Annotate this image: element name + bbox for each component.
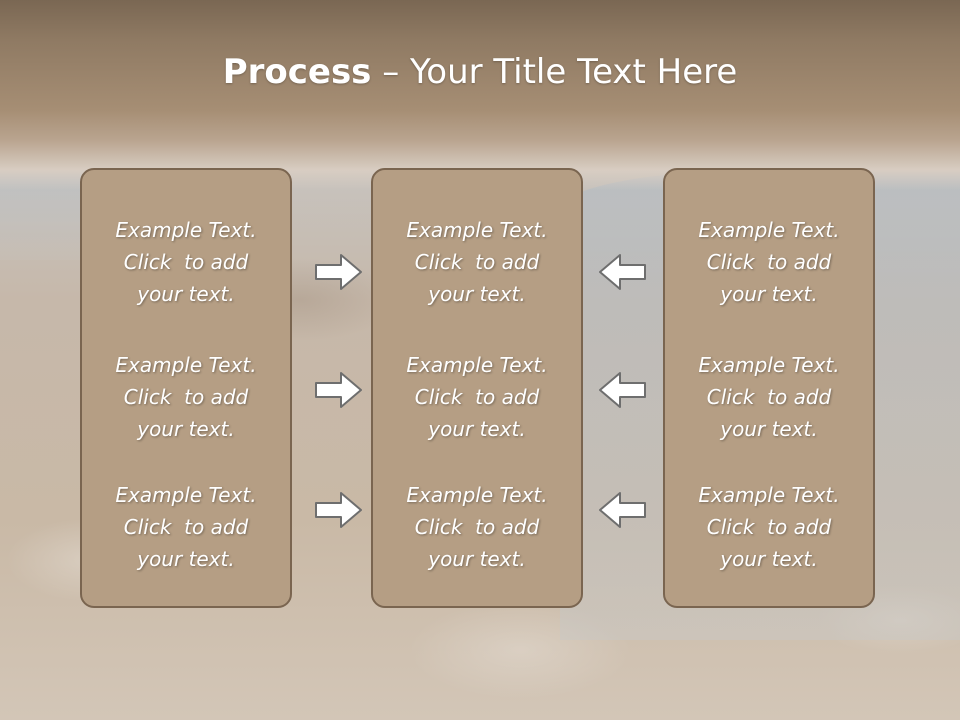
text-block[interactable]: Example Text. Click to add your text. [665,479,873,575]
text-line: your text. [720,282,818,306]
text-block[interactable]: Example Text. Click to add your text. [373,349,581,445]
text-line: Click to add [414,385,540,409]
text-block[interactable]: Example Text. Click to add your text. [373,214,581,310]
arrow-right-icon [315,492,362,528]
text-line: your text. [428,547,526,571]
title-rest: – Your Title Text Here [371,52,738,92]
text-line: Example Text. [698,483,840,507]
arrow-left-icon [599,372,646,408]
text-line: Example Text. [698,353,840,377]
text-line: your text. [137,547,235,571]
text-line: Click to add [123,515,249,539]
process-box-2[interactable]: Example Text. Click to add your text. Ex… [371,168,583,608]
text-block[interactable]: Example Text. Click to add your text. [82,349,290,445]
text-line: Example Text. [115,483,257,507]
text-line: your text. [428,417,526,441]
arrow-left-icon [599,492,646,528]
text-line: your text. [428,282,526,306]
text-line: Example Text. [115,218,257,242]
text-line: your text. [137,282,235,306]
text-line: Example Text. [698,218,840,242]
text-line: Example Text. [406,353,548,377]
text-line: Click to add [414,250,540,274]
text-block[interactable]: Example Text. Click to add your text. [82,214,290,310]
text-block[interactable]: Example Text. Click to add your text. [665,349,873,445]
process-box-3[interactable]: Example Text. Click to add your text. Ex… [663,168,875,608]
text-line: Click to add [706,515,832,539]
process-box-1[interactable]: Example Text. Click to add your text. Ex… [80,168,292,608]
text-line: your text. [720,417,818,441]
text-line: Click to add [706,250,832,274]
text-line: Click to add [123,385,249,409]
arrow-left-icon [599,254,646,290]
slide-title[interactable]: Process – Your Title Text Here [0,52,960,92]
text-line: Example Text. [406,218,548,242]
arrow-right-icon [315,372,362,408]
arrow-right-icon [315,254,362,290]
text-line: Click to add [414,515,540,539]
title-bold: Process [222,52,372,92]
header-band [0,0,960,190]
text-block[interactable]: Example Text. Click to add your text. [373,479,581,575]
text-line: your text. [137,417,235,441]
text-line: your text. [720,547,818,571]
text-line: Click to add [706,385,832,409]
text-line: Example Text. [406,483,548,507]
text-line: Example Text. [115,353,257,377]
text-block[interactable]: Example Text. Click to add your text. [82,479,290,575]
text-line: Click to add [123,250,249,274]
text-block[interactable]: Example Text. Click to add your text. [665,214,873,310]
